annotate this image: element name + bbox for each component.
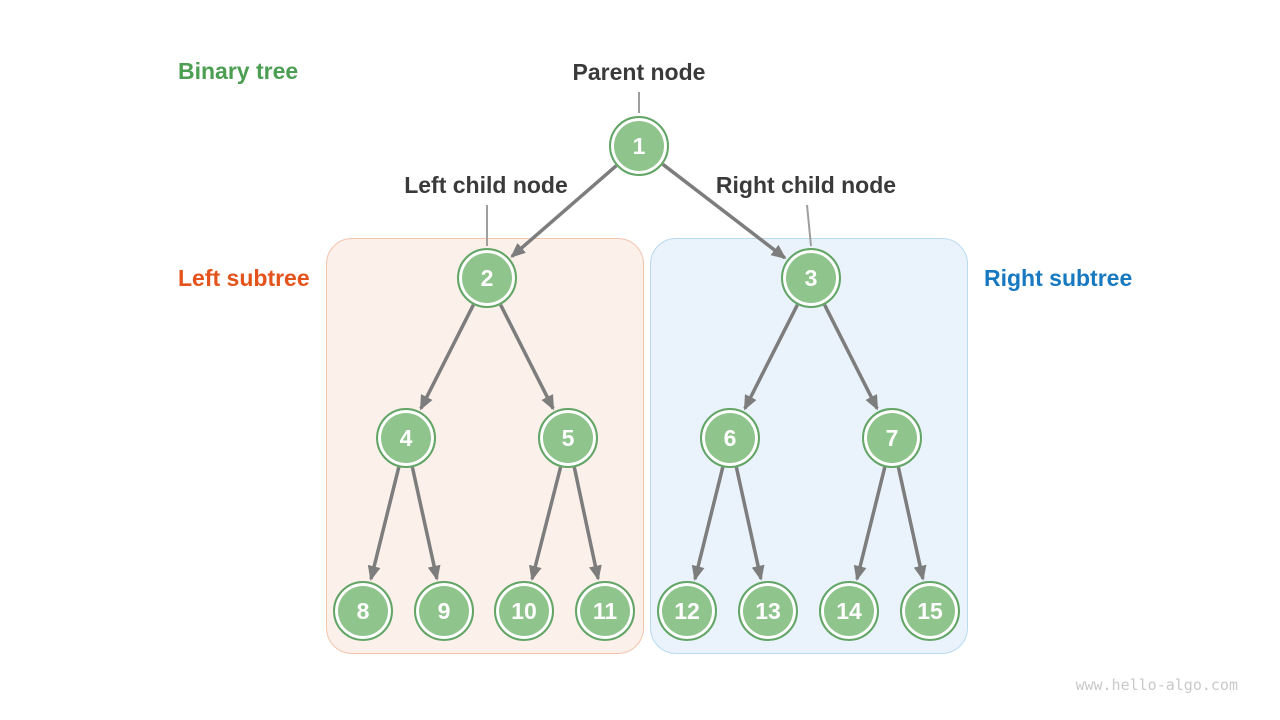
diagram-title: Binary tree [178,58,299,84]
tree-node-5: 5 [538,408,598,468]
tree-node-4: 4 [376,408,436,468]
tree-node-1: 1 [609,116,669,176]
tree-node-14: 14 [819,581,879,641]
watermark: www.hello-algo.com [1075,676,1238,694]
tree-node-7: 7 [862,408,922,468]
tree-node-13: 13 [738,581,798,641]
tree-node-15: 15 [900,581,960,641]
right-subtree-label: Right subtree [984,265,1133,291]
tree-node-9: 9 [414,581,474,641]
left-subtree-label: Left subtree [178,265,310,291]
tree-node-6: 6 [700,408,760,468]
tree-node-11: 11 [575,581,635,641]
tree-node-12: 12 [657,581,717,641]
tree-node-10: 10 [494,581,554,641]
left-child-node-label: Left child node [404,172,568,198]
tree-node-8: 8 [333,581,393,641]
parent-node-label: Parent node [572,59,706,85]
tree-node-2: 2 [457,248,517,308]
right-child-node-label: Right child node [715,172,897,198]
tree-node-3: 3 [781,248,841,308]
